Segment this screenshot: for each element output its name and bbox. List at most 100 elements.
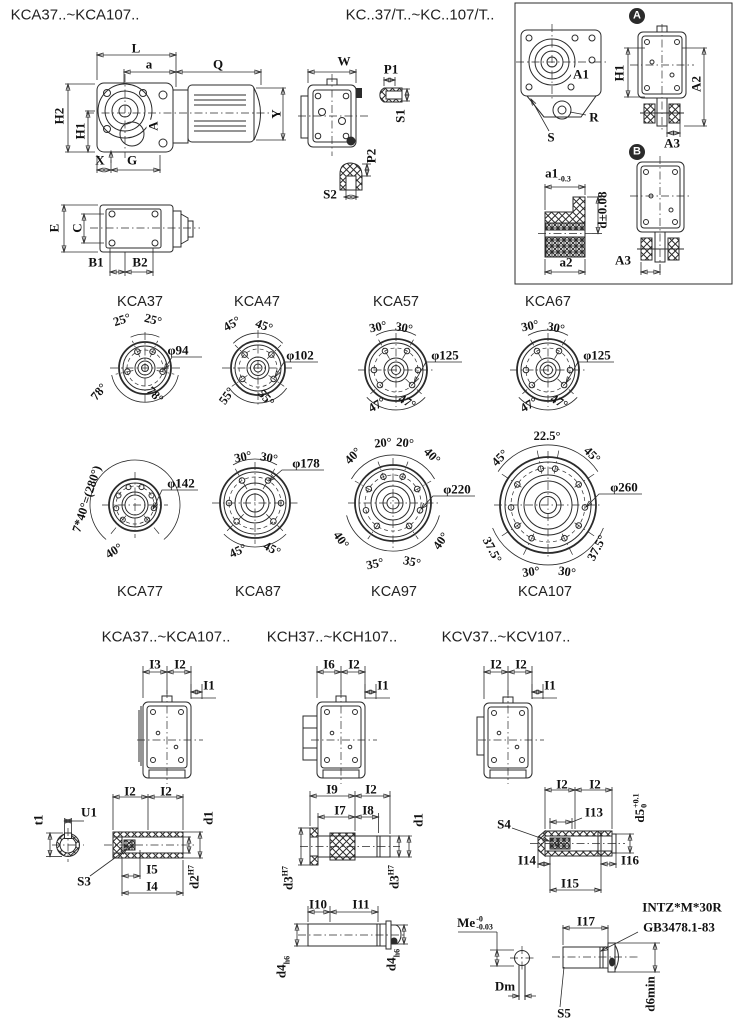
kct-front-view-drawing	[298, 69, 410, 200]
dim-I14: I14	[517, 852, 537, 868]
dim-S: S	[547, 129, 555, 145]
angle-kca97-top-left: 20°	[373, 434, 393, 451]
angle-kca107-top: 22.5°	[533, 428, 561, 443]
dim-a: a	[145, 56, 153, 72]
dim-d-tolerance: d±0.08	[594, 191, 610, 229]
flange-name-kca57: KCA57	[373, 293, 419, 310]
dim-A3-top: A3	[664, 135, 680, 151]
dim-Y: Y	[268, 109, 284, 119]
dim-I16: I16	[620, 852, 640, 868]
flange-name-kca37: KCA37	[117, 293, 163, 310]
angle-kca87-top-right: 30°	[259, 449, 279, 467]
solid-shaft-detail	[298, 791, 412, 865]
flange-kca47	[222, 330, 318, 406]
hollow-shaft-detail	[46, 794, 203, 896]
flange-kca77	[89, 459, 198, 540]
dim-H2: H2	[51, 107, 67, 125]
dim-kch-I1: I1	[377, 677, 389, 693]
dia-kca57: φ125	[431, 347, 459, 363]
dim-I4: I4	[146, 878, 158, 894]
dia-kca37: φ94	[167, 342, 189, 358]
dim-A2: A2	[688, 76, 704, 92]
flange-kca67	[510, 329, 614, 411]
dim-kch-I6: I6	[323, 656, 335, 672]
flange-kca107	[492, 444, 642, 566]
dim-d3-H7-left: d3H7	[280, 866, 296, 890]
dim-hollow-I2a: I2	[124, 783, 136, 799]
flange-kca87	[212, 458, 324, 548]
dim-P2: P2	[363, 148, 379, 164]
angle-kca67-top-right: 30°	[546, 319, 566, 337]
mounting-options-box-drawing	[514, 2, 733, 285]
dim-S1: S1	[392, 109, 408, 123]
dim-shrink-I2a: I2	[556, 776, 568, 792]
dim-kca-I1: I1	[203, 677, 215, 693]
dim-shrink-I2b: I2	[589, 776, 601, 792]
dim-I8: I8	[362, 802, 374, 818]
dim-d6min: d6min	[642, 976, 658, 1012]
dim-Dm: Dm	[494, 978, 516, 994]
dim-Me-tolerance: Me-0-0.03	[457, 914, 493, 932]
dim-U1: U1	[81, 804, 97, 820]
dim-a1: a1-0.3	[545, 165, 571, 184]
dim-kca-I2: I2	[174, 656, 186, 672]
angle-kca57-top-right: 30°	[394, 319, 414, 337]
dim-a2: a2	[559, 254, 573, 270]
title-kc-t-range: KC..37/T..~KC..107/T..	[345, 6, 495, 24]
dim-Q: Q	[212, 56, 224, 72]
dim-B2: B2	[132, 254, 148, 270]
variant-kcv-top-view	[476, 666, 557, 784]
dim-S5: S5	[557, 1005, 571, 1021]
shrink-disc-shaft-detail	[511, 787, 634, 893]
dim-W: W	[337, 53, 351, 69]
dim-R: R	[589, 109, 599, 125]
title-variant-kca: KCA37..~KCA107..	[101, 628, 231, 646]
variant-kca-top-view	[137, 666, 216, 784]
note-intz-spec: INTZ*M*30R	[642, 899, 722, 915]
dim-I7: I7	[334, 802, 346, 818]
dim-hollow-I2b: I2	[160, 783, 172, 799]
variant-a-badge: A	[633, 9, 641, 22]
variant-kch-top-view	[302, 666, 390, 784]
dim-L: L	[131, 40, 141, 56]
dim-I11: I11	[352, 896, 370, 912]
dim-H1-box: H1	[611, 64, 627, 82]
dim-C: C	[69, 223, 85, 233]
flange-name-kca47: KCA47	[234, 293, 280, 310]
title-variant-kch: KCH37..~KCH107..	[266, 628, 398, 646]
dim-I5: I5	[146, 861, 158, 877]
note-gb-standard: GB3478.1-83	[643, 919, 715, 935]
dim-I9: I9	[326, 781, 338, 797]
dim-E: E	[46, 223, 62, 233]
dim-S4: S4	[497, 816, 511, 832]
dim-I15: I15	[560, 875, 580, 891]
dim-P1: P1	[383, 61, 399, 77]
dim-d4-h6-right: d4h6	[383, 948, 402, 972]
flange-name-kca97: KCA97	[371, 583, 417, 600]
dia-kca67: φ125	[583, 347, 611, 363]
dim-I10: I10	[308, 896, 328, 912]
dim-H1: H1	[72, 122, 88, 140]
dim-d3-H7-right: d3H7	[386, 865, 402, 889]
dia-kca47: φ102	[286, 347, 314, 363]
dim-kcv-I2b: I2	[515, 656, 527, 672]
dia-kca107: φ260	[610, 479, 638, 495]
kca-side-view-drawing	[65, 52, 286, 173]
dim-d2-H7: d2H7	[186, 865, 202, 889]
angle-kca97-bottom-right: 35°	[402, 553, 423, 571]
dia-kca77: φ142	[167, 475, 195, 491]
dim-B1: B1	[88, 254, 104, 270]
dia-kca97: φ220	[443, 481, 471, 497]
dim-S2: S2	[323, 186, 337, 202]
variant-b-badge: B	[633, 145, 641, 158]
flange-name-kca87: KCA87	[235, 583, 281, 600]
plain-shaft-detail	[294, 906, 408, 950]
dim-G: G	[126, 152, 138, 168]
flange-name-kca107: KCA107	[517, 583, 573, 600]
flange-name-kca67: KCA67	[525, 293, 571, 310]
dim-I13: I13	[584, 804, 604, 820]
dim-d4-h6-left: d4h6	[273, 955, 292, 979]
